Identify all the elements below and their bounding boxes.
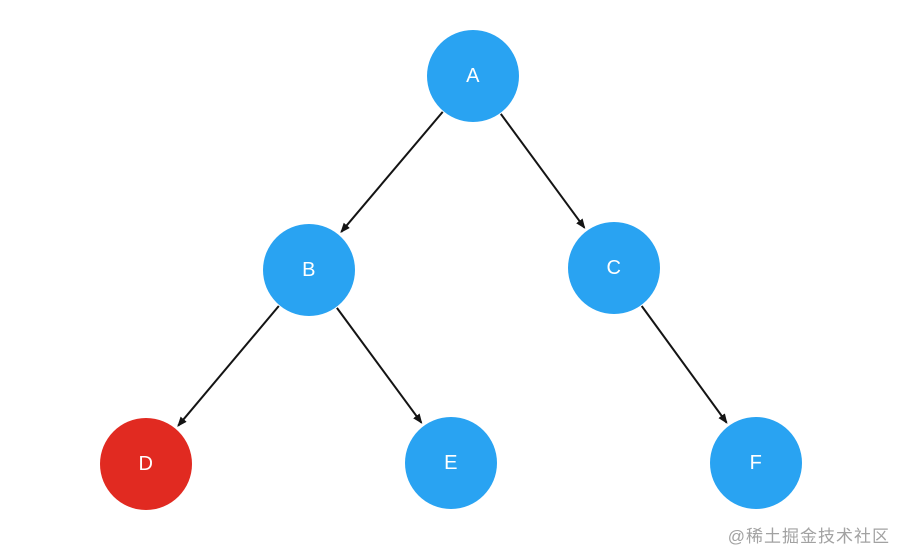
tree-node-F: F [710,417,802,509]
edges-group [177,111,728,427]
edge-C-F [640,305,728,424]
tree-node-D: D [100,418,192,510]
edge-A-B [340,111,444,233]
tree-node-A: A [427,30,519,122]
edge-B-E [336,307,423,424]
tree-node-C: C [568,222,660,314]
edge-A-C [499,113,586,229]
tree-node-E: E [405,417,497,509]
tree-node-B: B [263,224,355,316]
edge-B-D [177,305,280,427]
watermark-text: @稀土掘金技术社区 [727,527,890,546]
